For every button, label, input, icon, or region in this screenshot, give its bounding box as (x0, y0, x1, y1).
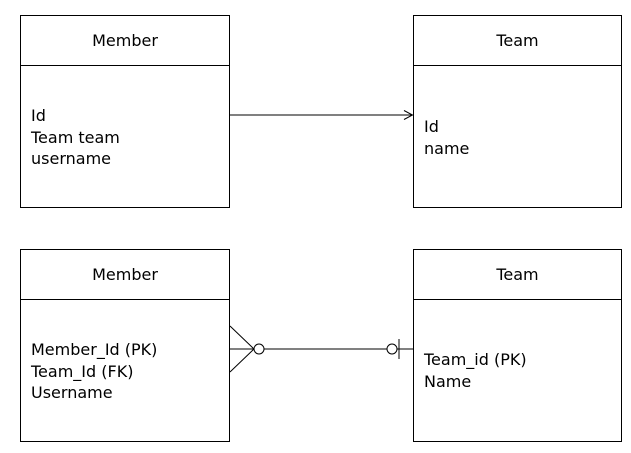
object-team-attributes: Id name (424, 116, 615, 159)
table-team-attr-team-id: Team_id (PK) (424, 350, 527, 369)
table-member-title: Member (21, 250, 229, 300)
table-member-attr-username: Username (31, 383, 113, 402)
table-member-attr-member-id: Member_Id (PK) (31, 340, 158, 359)
object-team-attr-id: Id (424, 117, 439, 136)
object-member-entity: Member Id Team team username (20, 15, 230, 208)
crows-foot-many-icon (229, 325, 255, 373)
arrowhead-icon (403, 110, 414, 120)
object-team-entity: Team Id name (413, 15, 622, 208)
table-team-title: Team (414, 250, 621, 300)
object-member-attributes: Id Team team username (31, 105, 223, 170)
table-team-entity: Team Team_id (PK) Name (413, 249, 622, 442)
object-member-attr-team: Team team (31, 127, 120, 147)
table-team-attributes: Team_id (PK) Name (424, 349, 615, 392)
optional-circle-icon-team-side (386, 343, 398, 355)
object-team-attr-name: name (424, 138, 470, 158)
table-member-attr-team-id: Team_Id (FK) (31, 361, 134, 381)
table-member-attributes: Member_Id (PK) Team_Id (FK) Username (31, 339, 223, 404)
table-team-attr-name: Name (424, 371, 472, 391)
object-member-attr-username: username (31, 149, 111, 168)
object-team-title: Team (414, 16, 621, 66)
object-member-title: Member (21, 16, 229, 66)
association-arrow (230, 110, 414, 120)
optional-circle-icon-member-side (253, 343, 265, 355)
erd-relationship (229, 325, 413, 373)
object-member-attr-id: Id (31, 106, 46, 125)
table-member-entity: Member Member_Id (PK) Team_Id (FK) Usern… (20, 249, 230, 442)
